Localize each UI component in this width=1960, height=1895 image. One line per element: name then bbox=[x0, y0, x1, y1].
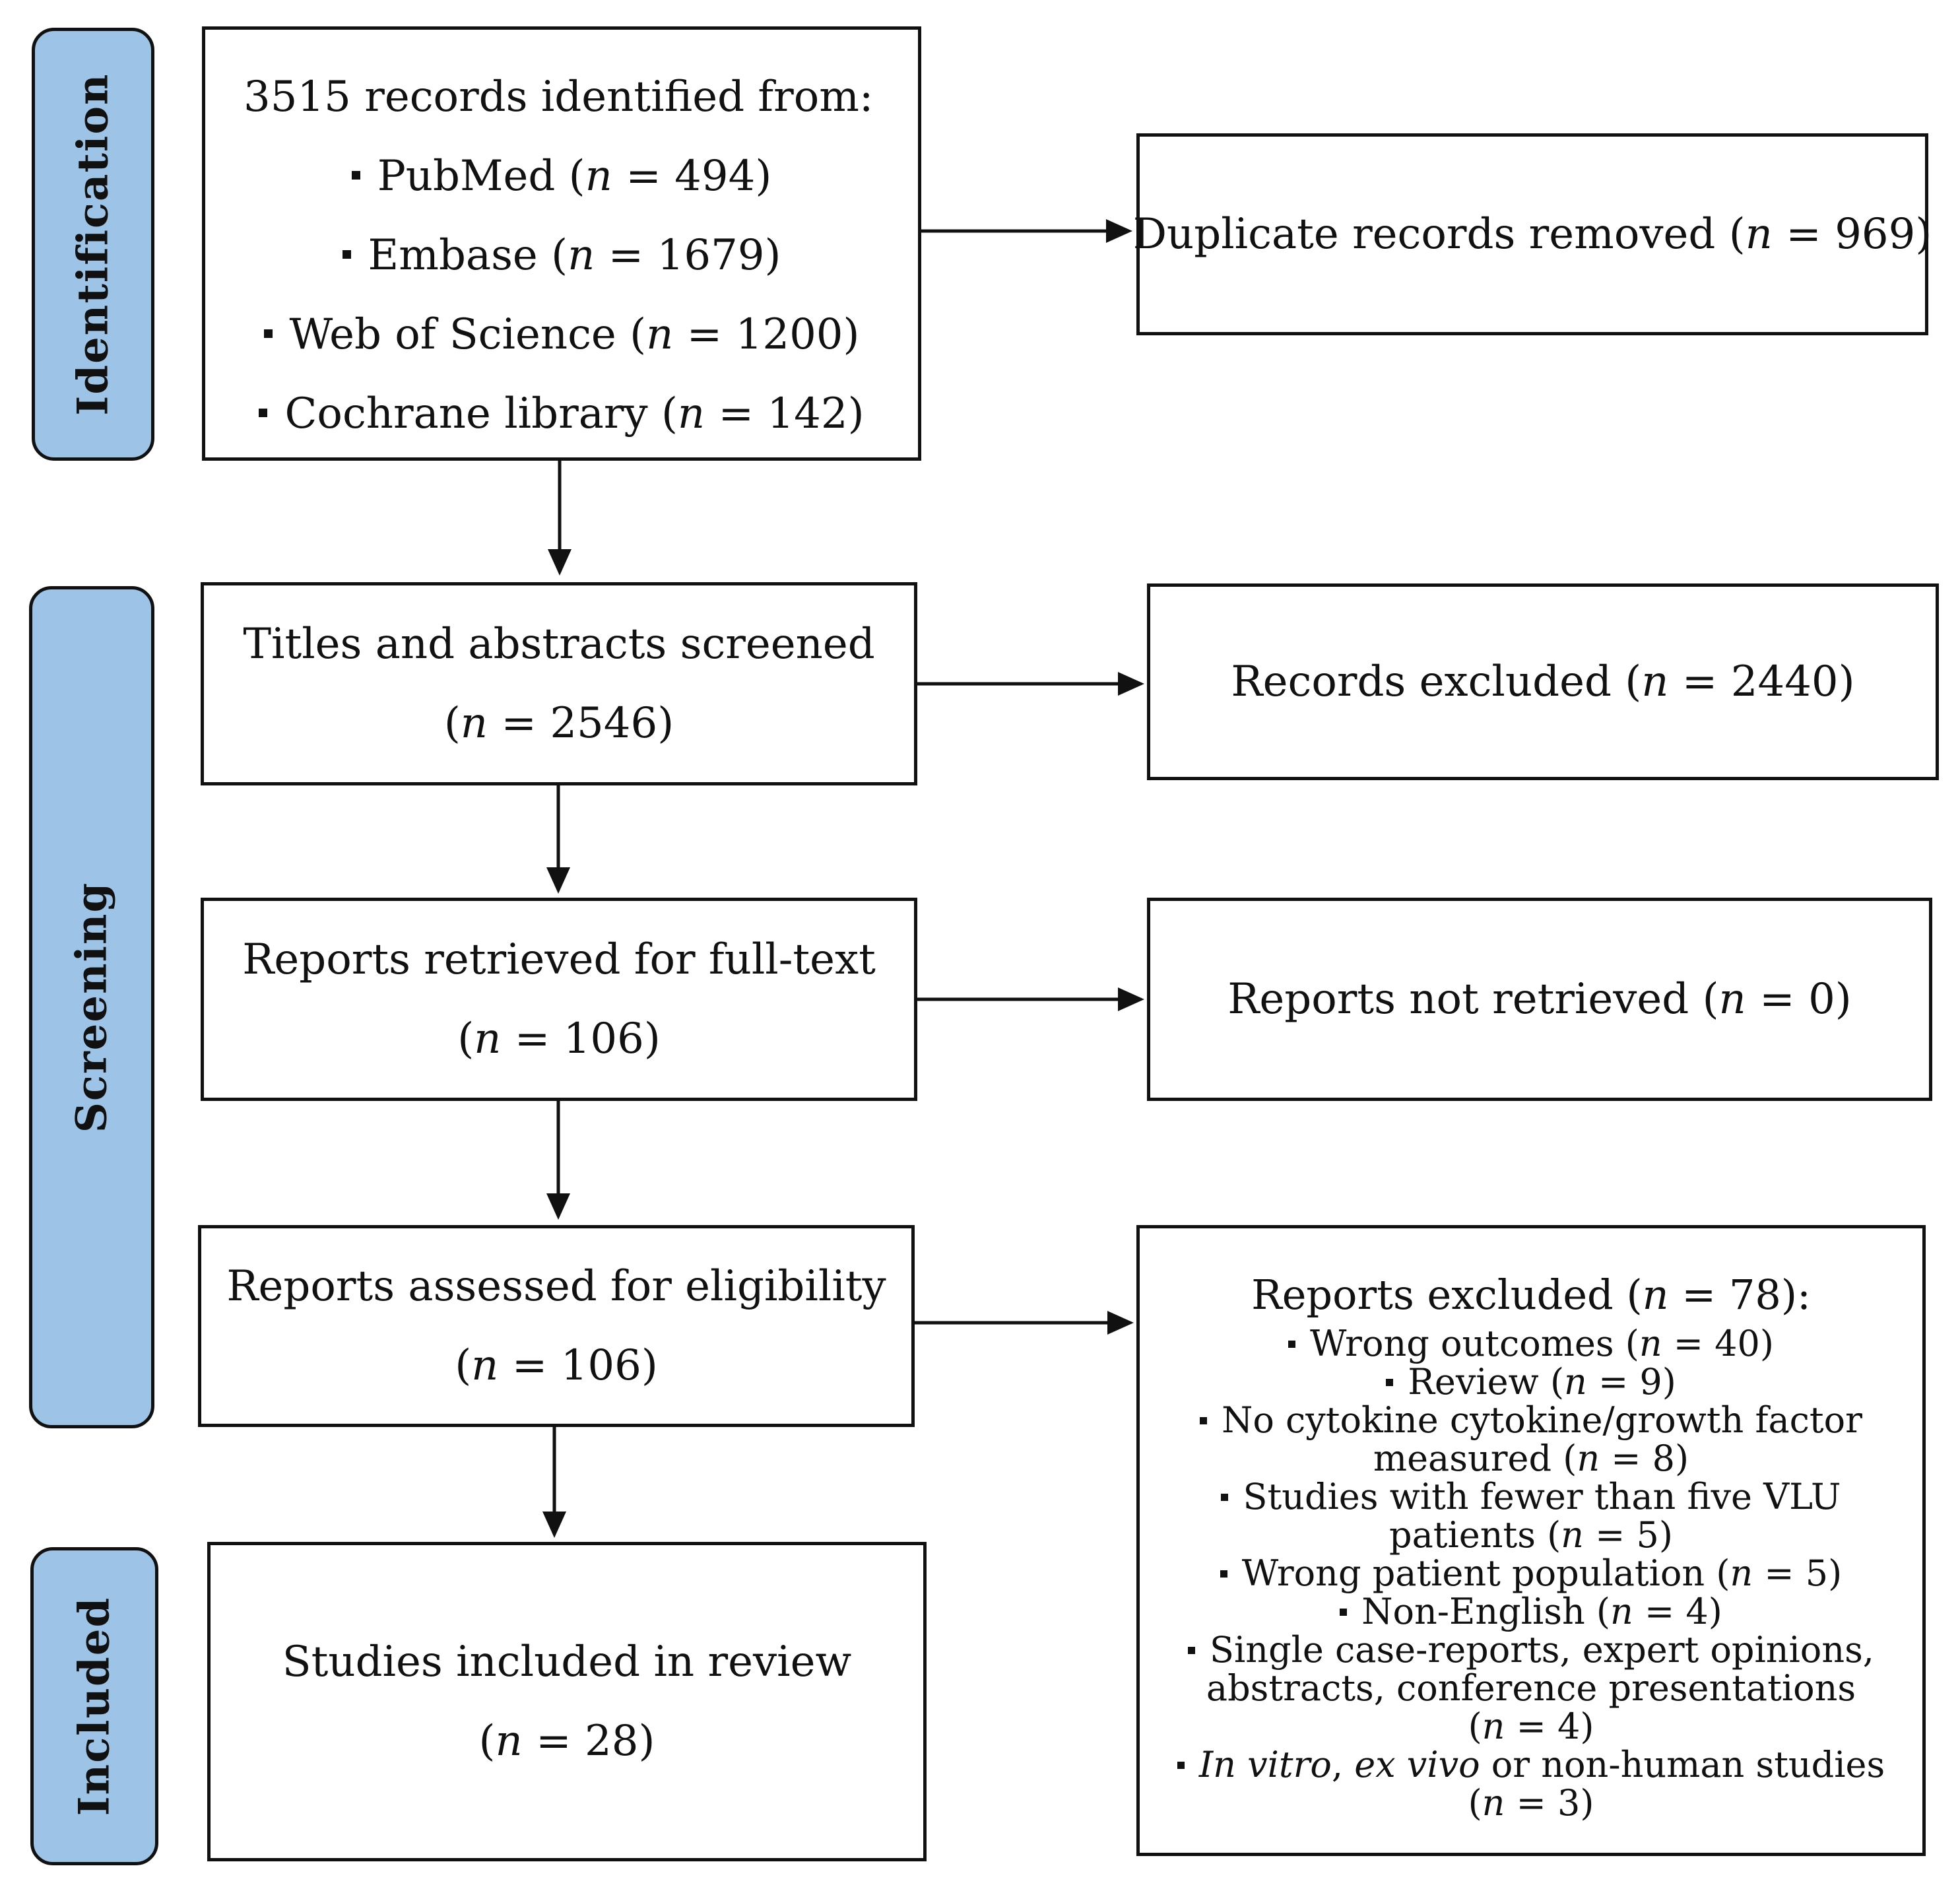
records-identified-heading: 3515 records identified from: bbox=[244, 73, 874, 121]
screened-box: Titles and abstracts screened (n = 2546) bbox=[201, 582, 917, 785]
arrowhead-icon bbox=[546, 1193, 570, 1220]
bullet-icon bbox=[1177, 1761, 1185, 1769]
arrowhead-icon bbox=[1107, 1311, 1134, 1335]
included-box: Studies included in review (n = 28) bbox=[207, 1542, 927, 1861]
bullet-icon bbox=[259, 409, 268, 417]
exclusion-reason-line: Review (n = 9) bbox=[1140, 1363, 1922, 1401]
screened-title: Titles and abstracts screened bbox=[243, 620, 875, 669]
reports-excluded-title: Reports excluded (n = 78): bbox=[1251, 1271, 1811, 1319]
bullet-icon bbox=[342, 250, 351, 259]
bullet-icon bbox=[1288, 1340, 1296, 1348]
exclusion-reason-line: (n = 4) bbox=[1468, 1706, 1594, 1747]
arrowhead-icon bbox=[1118, 672, 1144, 696]
retrieved-box: Reports retrieved for full-text (n = 106… bbox=[201, 898, 917, 1101]
arrowhead-icon bbox=[542, 1512, 566, 1538]
records-excluded-text: Records excluded (n = 2440) bbox=[1231, 657, 1855, 706]
exclusion-reason-line: Wrong patient population (n = 5) bbox=[1140, 1554, 1922, 1593]
records-identified-box: 3515 records identified from: PubMed (n … bbox=[202, 26, 921, 461]
exclusion-reason-line: In vitro, ex vivo or non-human studies bbox=[1140, 1746, 1922, 1784]
exclusion-reason-line: Wrong outcomes (n = 40) bbox=[1140, 1325, 1922, 1363]
source-pubmed: PubMed (n = 494) bbox=[205, 137, 918, 216]
bullet-icon bbox=[1340, 1608, 1348, 1616]
exclusion-reason-line: (n = 3) bbox=[1468, 1782, 1594, 1824]
exclusion-reason-line: patients (n = 5) bbox=[1389, 1514, 1673, 1556]
arrowhead-icon bbox=[546, 867, 570, 894]
screened-count: (n = 2546) bbox=[443, 699, 674, 748]
arrowhead-icon bbox=[1106, 219, 1132, 243]
exclusion-reason-line: Single case-reports, expert opinions, bbox=[1140, 1631, 1922, 1669]
bullet-icon bbox=[1220, 1570, 1227, 1578]
assessed-box: Reports assessed for eligibility (n = 10… bbox=[198, 1225, 915, 1427]
bullet-icon bbox=[1221, 1493, 1229, 1501]
retrieved-count: (n = 106) bbox=[457, 1014, 661, 1063]
records-excluded-box: Records excluded (n = 2440) bbox=[1147, 583, 1939, 780]
bullet-icon bbox=[263, 329, 273, 338]
exclusion-reason-line: abstracts, conference presentations bbox=[1206, 1667, 1856, 1709]
bullet-icon bbox=[1200, 1416, 1208, 1424]
source-embase: Embase (n = 1679) bbox=[205, 216, 918, 295]
stage-identification: Identification bbox=[32, 28, 154, 461]
stage-included: Included bbox=[30, 1547, 158, 1865]
not-retrieved-text: Reports not retrieved (n = 0) bbox=[1227, 975, 1852, 1024]
assessed-count: (n = 106) bbox=[455, 1341, 658, 1390]
exclusion-reason-line: No cytokine cytokine/growth factor bbox=[1140, 1401, 1922, 1440]
source-cochrane: Cochrane library (n = 142) bbox=[205, 374, 918, 453]
included-count: (n = 28) bbox=[478, 1717, 655, 1766]
included-title: Studies included in review bbox=[282, 1638, 852, 1686]
duplicates-removed-text: Duplicate records removed (n = 969) bbox=[1132, 210, 1932, 259]
arrowhead-icon bbox=[1118, 987, 1144, 1011]
source-web-of-science: Web of Science (n = 1200) bbox=[205, 295, 918, 374]
exclusion-reason-line: measured (n = 8) bbox=[1373, 1438, 1689, 1479]
duplicates-removed-box: Duplicate records removed (n = 969) bbox=[1133, 133, 1932, 335]
assessed-title: Reports assessed for eligibility bbox=[226, 1262, 886, 1311]
exclusion-reason-line: Studies with fewer than five VLU bbox=[1140, 1478, 1922, 1516]
bullet-icon bbox=[1386, 1378, 1394, 1386]
reports-excluded-box: Reports excluded (n = 78): Wrong outcome… bbox=[1136, 1225, 1926, 1856]
arrowhead-icon bbox=[548, 549, 572, 576]
bullet-icon bbox=[351, 171, 360, 180]
stage-screening: Screening bbox=[29, 586, 154, 1428]
exclusion-reasons-list: Wrong outcomes (n = 40)Review (n = 9)No … bbox=[1140, 1325, 1922, 1822]
bullet-icon bbox=[1188, 1646, 1196, 1654]
retrieved-title: Reports retrieved for full-text bbox=[242, 935, 876, 984]
exclusion-reason-line: Non-English (n = 4) bbox=[1140, 1593, 1922, 1631]
not-retrieved-box: Reports not retrieved (n = 0) bbox=[1147, 898, 1932, 1101]
